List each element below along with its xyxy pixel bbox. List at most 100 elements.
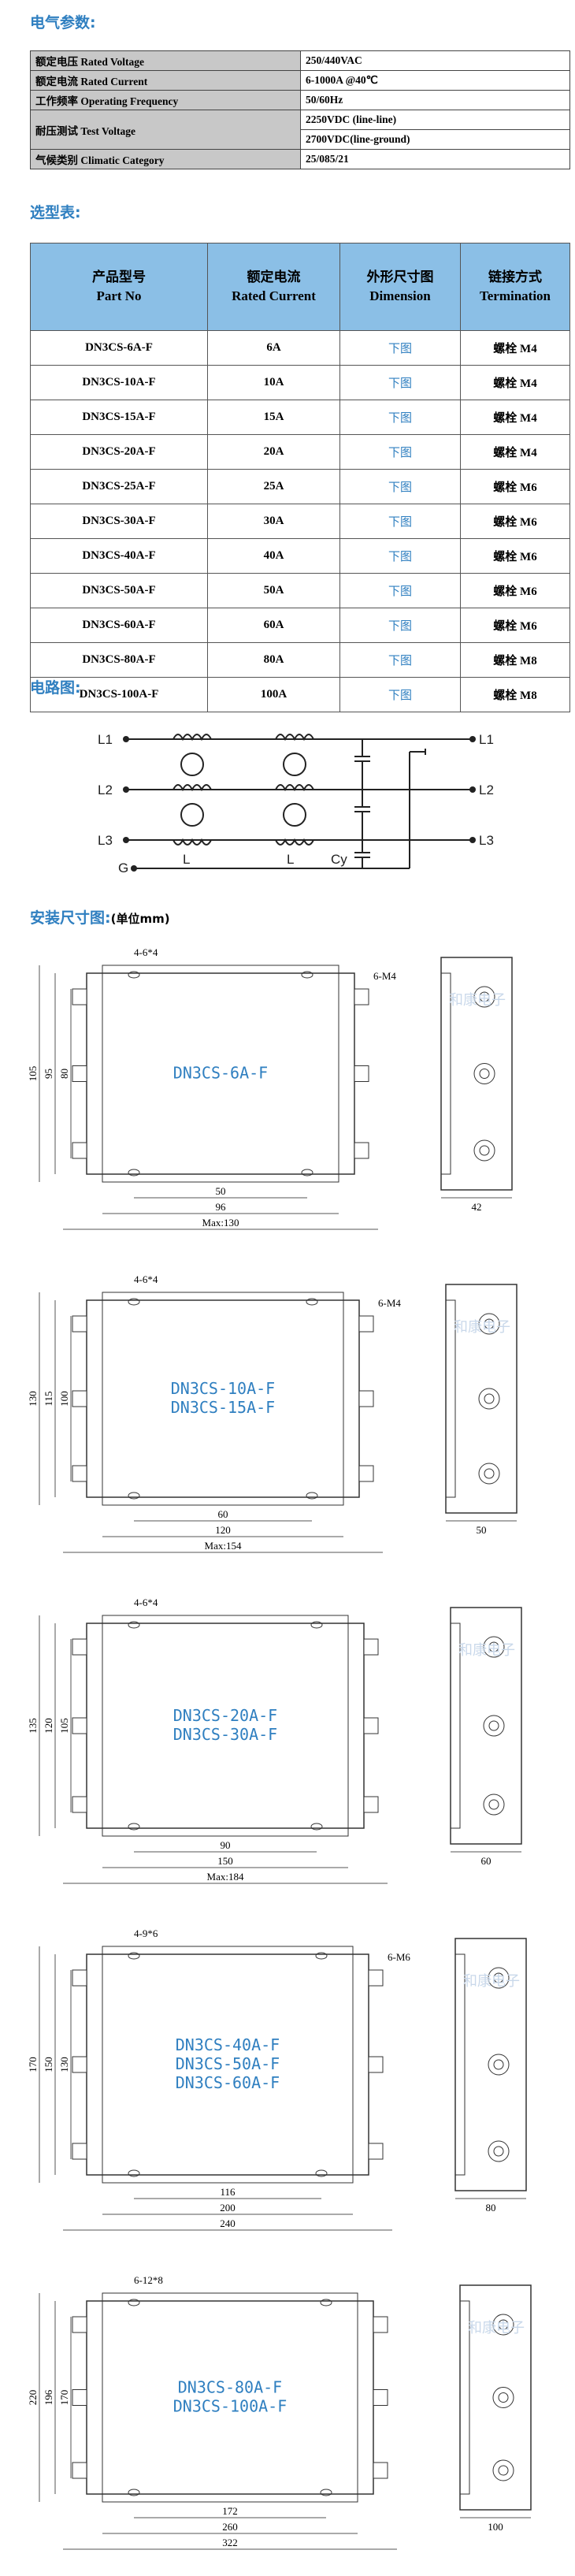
param-label: 耐压测试 Test Voltage — [30, 110, 301, 150]
cell-dimension-link[interactable]: 下图 — [339, 642, 461, 678]
dim-width-max: Max:130 — [202, 1217, 239, 1229]
circuit-label-ground: G — [118, 861, 128, 875]
header-en: Rated Current — [232, 288, 316, 303]
param-value: 25/085/21 — [300, 149, 570, 169]
cell-termination: 螺栓 M6 — [460, 608, 570, 643]
param-label: 额定电压 Rated Voltage — [30, 50, 301, 71]
circuit-label-left: L2 — [98, 782, 113, 797]
dim-width-holes: 116 — [220, 2186, 236, 2198]
dim-depth: 42 — [472, 1201, 482, 1213]
cell-termination: 螺栓 M6 — [460, 538, 570, 574]
cell-dimension-link[interactable]: 下图 — [339, 469, 461, 504]
cell-termination: 螺栓 M6 — [460, 573, 570, 608]
circuit-label-cy: Cy — [331, 852, 347, 867]
dim-height-outer: 170 — [27, 2057, 39, 2072]
install-title-text: 安装尺寸图: — [30, 909, 111, 927]
header-en: Dimension — [369, 288, 431, 303]
model-label: DN3CS-100A-F — [173, 2397, 288, 2416]
model-label: DN3CS-40A-F — [176, 2035, 280, 2054]
cell-dimension-link[interactable]: 下图 — [339, 365, 461, 400]
params-table: 额定电压 Rated Voltage 250/440VAC 额定电流 Rated… — [30, 50, 570, 169]
dim-height-mid: 115 — [43, 1391, 54, 1406]
dim-holes: 4-6*4 — [134, 1597, 158, 1608]
header-en: Part No — [96, 288, 142, 303]
circuit-label-inductor: L — [287, 852, 294, 867]
cell-dimension-link[interactable]: 下图 — [339, 677, 461, 712]
cell-termination: 螺栓 M8 — [460, 677, 570, 712]
dim-height-mid: 120 — [43, 1718, 54, 1734]
section-title-install: 安装尺寸图:(单位mm) — [30, 906, 170, 927]
dim-width-holes: 172 — [222, 2505, 238, 2517]
dim-height-outer: 135 — [27, 1718, 39, 1734]
circuit-label-left: L3 — [98, 833, 113, 848]
install-unit-text: (单位mm) — [110, 912, 170, 926]
cell-dimension-link[interactable]: 下图 — [339, 330, 461, 366]
circuit-label-right: L2 — [479, 782, 494, 797]
cell-termination: 螺栓 M4 — [460, 365, 570, 400]
cell-dimension-link[interactable]: 下图 — [339, 608, 461, 643]
dim-height-outer: 220 — [27, 2390, 39, 2406]
dim-width-holes: 50 — [216, 1185, 226, 1197]
param-value: 250/440VAC — [300, 50, 570, 71]
dim-holes: 6-12*8 — [134, 2274, 163, 2286]
table-row: 耐压测试 Test Voltage 2250VDC (line-line) — [30, 110, 570, 150]
cell-dimension-link[interactable]: 下图 — [339, 400, 461, 435]
dim-height-outer: 105 — [27, 1066, 39, 1082]
dim-width-body: 200 — [220, 2202, 236, 2214]
cell-part-no: DN3CS-100A-F — [30, 677, 208, 712]
dim-bolt: 6-M4 — [378, 1297, 401, 1309]
dim-bolt: 6-M4 — [373, 970, 396, 982]
circuit-diagram: L1 L2 L3 L1 L2 L3 G L L Cy — [98, 732, 494, 875]
dim-width-max: Max:154 — [205, 1540, 242, 1552]
cell-part-no: DN3CS-20A-F — [30, 434, 208, 470]
cell-dimension-link[interactable]: 下图 — [339, 573, 461, 608]
param-label: 工作频率 Operating Frequency — [30, 90, 301, 110]
cell-rated-current: 60A — [207, 608, 340, 643]
dim-width-max: 240 — [220, 2217, 236, 2229]
dim-height-mid: 95 — [43, 1069, 54, 1079]
cell-termination: 螺栓 M4 — [460, 400, 570, 435]
circuit-label-right: L3 — [479, 833, 494, 848]
cell-rated-current: 30A — [207, 504, 340, 539]
header-cn: 额定电流 — [247, 269, 301, 284]
param-value: 2250VDC (line-line) — [300, 110, 570, 130]
circuit-label-right: L1 — [479, 732, 494, 747]
model-label: DN3CS-60A-F — [176, 2073, 280, 2092]
circuit-label-inductor: L — [183, 852, 190, 867]
cell-dimension-link[interactable]: 下图 — [339, 538, 461, 574]
cell-rated-current: 25A — [207, 469, 340, 504]
cell-termination: 螺栓 M4 — [460, 330, 570, 366]
cell-part-no: DN3CS-60A-F — [30, 608, 208, 643]
dim-depth: 60 — [481, 1855, 492, 1867]
cell-dimension-link[interactable]: 下图 — [339, 504, 461, 539]
table-row: 额定电压 Rated Voltage 250/440VAC — [30, 50, 570, 71]
cell-rated-current: 20A — [207, 434, 340, 470]
circuit-label-left: L1 — [98, 732, 113, 747]
dim-bolt: 6-M6 — [388, 1951, 410, 1963]
model-label: DN3CS-15A-F — [171, 1398, 275, 1417]
cell-part-no: DN3CS-15A-F — [30, 400, 208, 435]
dim-depth: 80 — [486, 2202, 496, 2214]
cell-termination: 螺栓 M6 — [460, 504, 570, 539]
dim-height-mid: 150 — [43, 2057, 54, 2072]
section-title-selection: 选型表: — [30, 204, 81, 221]
model-label: DN3CS-50A-F — [176, 2054, 280, 2073]
dim-height-inner: 105 — [58, 1718, 70, 1734]
param-value: 50/60Hz — [300, 90, 570, 110]
dim-width-body: 150 — [217, 1855, 233, 1867]
watermark: 和康电子 — [463, 1973, 520, 1990]
cell-dimension-link[interactable]: 下图 — [339, 434, 461, 470]
table-row: 工作频率 Operating Frequency 50/60Hz — [30, 90, 570, 110]
